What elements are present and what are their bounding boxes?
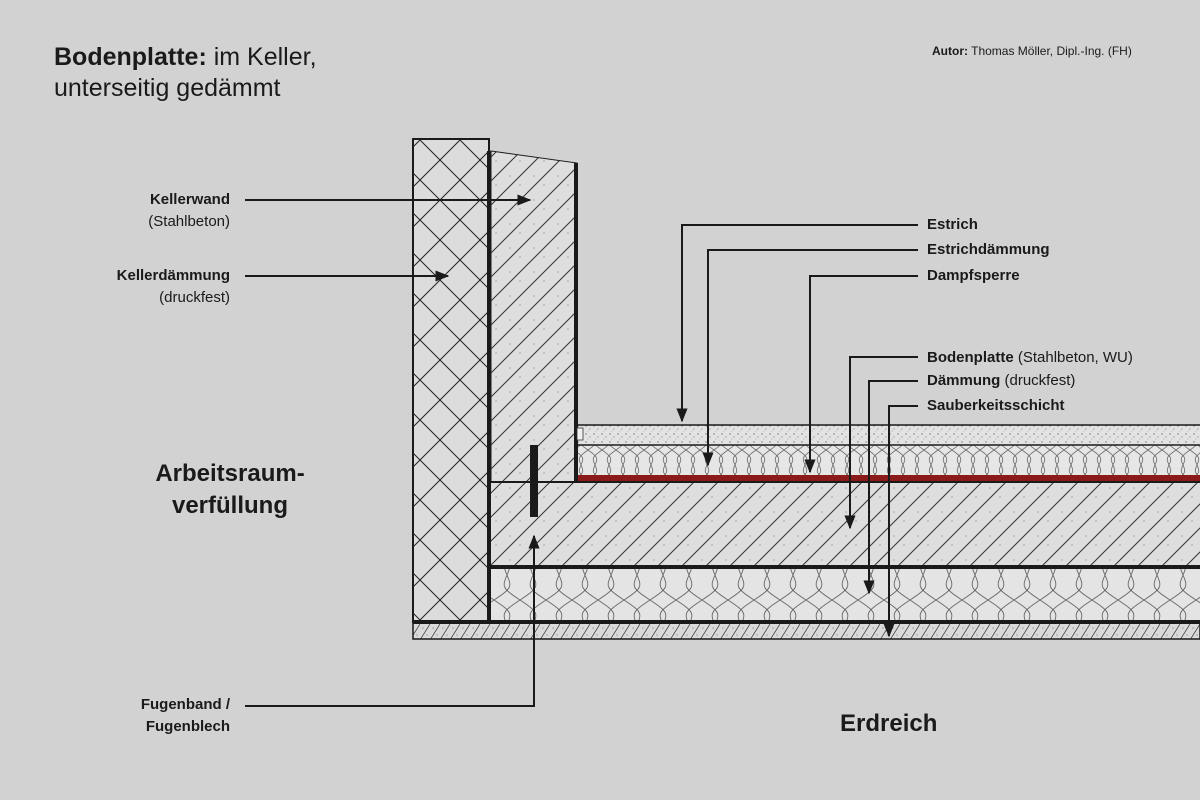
label-daemmung-sub: (druckfest): [1000, 372, 1076, 389]
title-line1-rest: im Keller,: [206, 43, 317, 71]
label-kellerdaemmung-sub: (druckfest): [159, 289, 230, 306]
bodenplatte-layer: [491, 482, 1200, 566]
leader-sauberkeitsschicht: [883, 405, 918, 638]
label-bodenplatte-title: Bodenplatte: [927, 349, 1014, 366]
edge-strip: [576, 427, 584, 441]
label-bodenplatte: Bodenplatte (Stahlbeton, WU): [927, 347, 1133, 369]
author-name: Thomas Möller, Dipl.-Ing. (FH): [968, 44, 1132, 58]
label-estrich: Estrich: [927, 216, 978, 233]
label-estrichdaemmung: Estrichdämmung: [927, 241, 1050, 258]
label-sauberkeitsschicht: Sauberkeitsschicht: [927, 397, 1065, 414]
label-kellerwand-sub: (Stahlbeton): [148, 213, 230, 230]
leader-daemmung: [863, 380, 918, 595]
author-credit: Autor: Thomas Möller, Dipl.-Ing. (FH): [932, 40, 1132, 62]
zone-arbeitsraumverfuellung: Arbeitsraum- verfüllung: [150, 458, 310, 522]
daemmung-layer: [491, 569, 1200, 622]
label-daemmung: Dämmung (druckfest): [927, 370, 1075, 392]
label-fugenband-line2: Fugenblech: [145, 718, 230, 735]
label-fugenband-line1: Fugenband /: [140, 696, 230, 713]
leader-dampfsperre: [804, 275, 918, 474]
label-fugenband: Fugenband / Fugenblech: [70, 694, 230, 738]
label-kellerdaemmung-title: Kellerdämmung: [116, 267, 230, 284]
fugenband-element: [530, 445, 538, 517]
label-kellerdaemmung: Kellerdämmung (druckfest): [70, 265, 230, 309]
leader-fugenband: [245, 534, 540, 707]
kellerdaemmung-layer: [412, 138, 490, 623]
zone-arbeitsraum-line2: verfüllung: [171, 492, 288, 519]
label-daemmung-title: Dämmung: [927, 372, 1001, 389]
page-title: Bodenplatte: im Keller, unterseitig gedä…: [54, 42, 317, 104]
label-kellerwand: Kellerwand (Stahlbeton): [70, 189, 230, 233]
leader-estrich: [676, 224, 918, 423]
label-dampfsperre: Dampfsperre: [927, 267, 1020, 284]
zone-erdreich: Erdreich: [840, 710, 938, 737]
zone-arbeitsraum-line1: Arbeitsraum-: [155, 460, 305, 487]
sauberkeitsschicht-layer: [412, 621, 1200, 640]
leader-bodenplatte: [844, 356, 918, 530]
title-line2: unterseitig gedämmt: [54, 74, 281, 102]
author-label: Autor:: [932, 44, 968, 58]
label-bodenplatte-sub: (Stahlbeton, WU): [1013, 349, 1133, 366]
leader-estrichdaemmung: [702, 249, 918, 467]
label-kellerwand-title: Kellerwand: [149, 191, 230, 208]
title-bold: Bodenplatte:: [54, 43, 207, 71]
